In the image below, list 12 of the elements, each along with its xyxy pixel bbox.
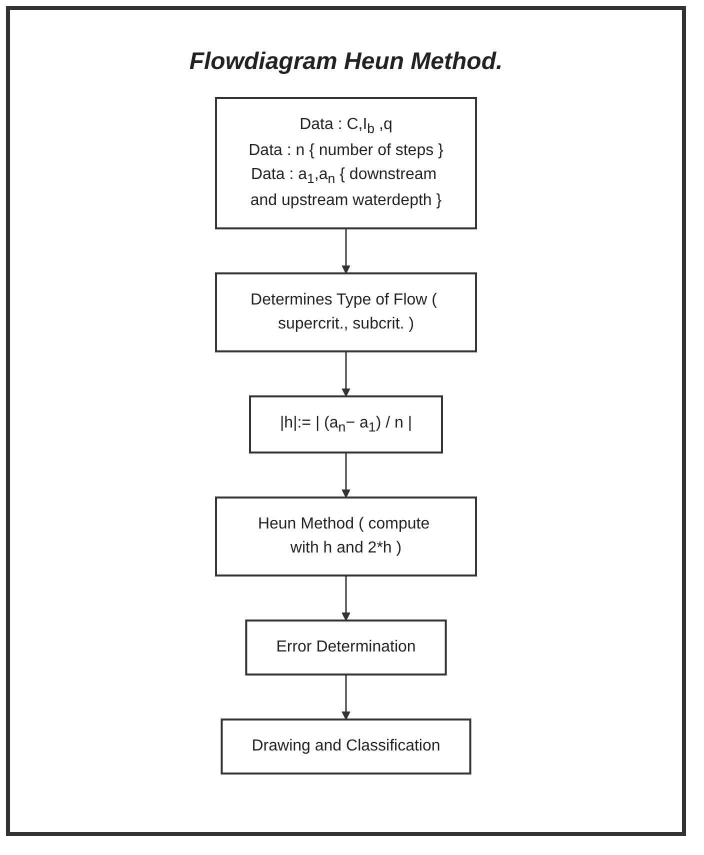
diagram-title: Flowdiagram Heun Method. — [188, 48, 504, 76]
arrow — [342, 452, 350, 498]
node-box: |h|:= | (a$_{n}$− a$_{1}$) / n | — [249, 395, 443, 454]
arrow — [342, 674, 350, 720]
arrow — [342, 228, 350, 274]
node-box: Drawing and Classification — [220, 718, 472, 775]
node-box: Data : C,I$_{b}$ ,q Data : n { number of steps } Data : a$_{1}$,a$_{n}$ { downstream and upstream waterdepth } — [215, 97, 477, 230]
node-box: Determines Type of Flow ( supercrit., subcrit. ) — [215, 272, 477, 352]
node-box: Error Determination — [245, 620, 447, 676]
arrow — [342, 576, 350, 621]
arrow — [342, 351, 350, 397]
node-box: Heun Method ( compute with h and 2*h ) — [215, 496, 477, 577]
